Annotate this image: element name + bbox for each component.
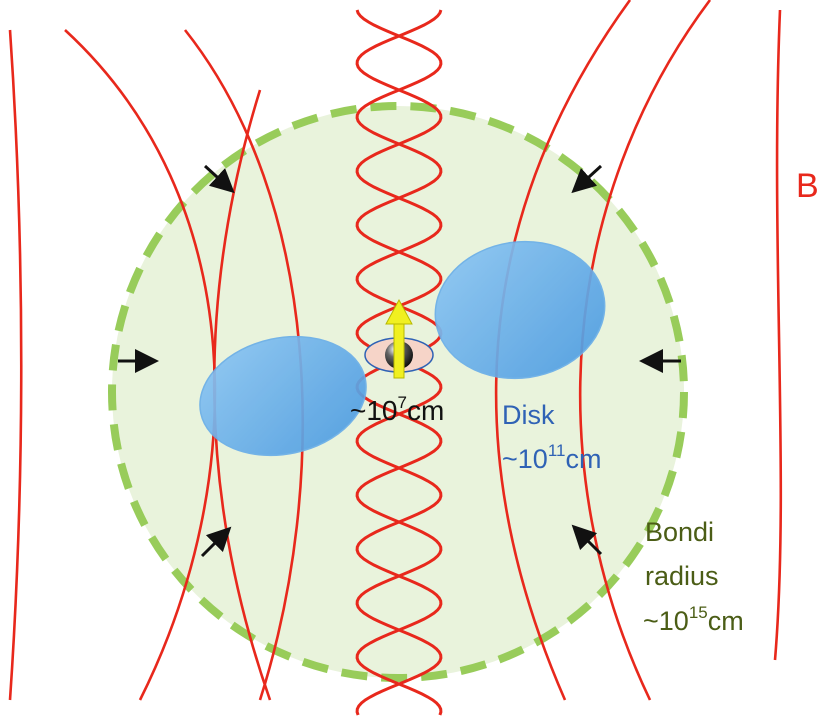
- field-label: B: [796, 167, 819, 205]
- bondi-label-line2: radius: [645, 561, 719, 591]
- field-line-left-1: [8, 29, 23, 701]
- disk-right: [434, 240, 606, 380]
- jet-arrow-icon: [385, 298, 413, 379]
- disk-left: [199, 335, 367, 457]
- field-line-left-2: [64, 29, 217, 701]
- inflow-arrow-bottom-right: [571, 524, 603, 556]
- disk-scale-label: ~1011cm: [502, 441, 601, 474]
- bondi-scale-label: ~1015cm: [643, 603, 744, 636]
- bondi-sphere: [108, 102, 688, 682]
- inner-scale-label: ~107cm: [350, 393, 444, 426]
- inflow-arrow-top-right: [571, 164, 603, 194]
- inflow-arrow-bottom-left: [200, 526, 232, 558]
- field-line-right-3: [773, 9, 783, 661]
- inflow-arrow-top-left: [203, 164, 235, 194]
- bondi-label-line1: Bondi: [645, 517, 714, 547]
- disk-label: Disk: [502, 400, 555, 430]
- inflow-arrows: [118, 164, 681, 558]
